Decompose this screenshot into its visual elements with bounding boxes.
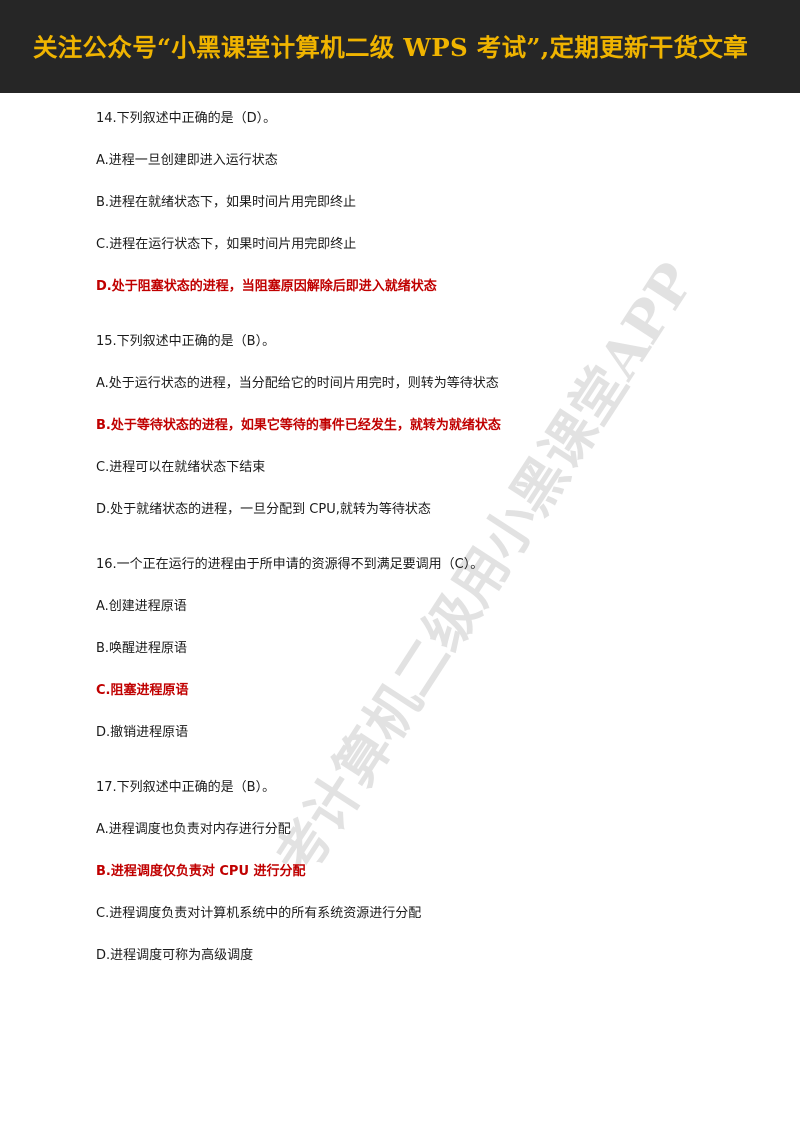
option-line: B.唤醒进程原语 (96, 641, 188, 656)
correct-option-line: D.处于阻塞状态的进程，当阻塞原因解除后即进入就绪状态 (96, 279, 437, 294)
banner-text: 关注公众号“小黑课堂计算机二级 WPS 考试”,定期更新干货文章 (33, 33, 749, 62)
question-stem: 14.下列叙述中正确的是（D）。 (96, 111, 277, 126)
correct-option-line: C.阻塞进程原语 (96, 683, 189, 698)
question-stem: 17.下列叙述中正确的是（B）。 (96, 780, 276, 795)
correct-option-line: B.处于等待状态的进程，如果它等待的事件已经发生，就转为就绪状态 (96, 418, 501, 433)
question-stem: 16.一个正在运行的进程由于所申请的资源得不到满足要调用（C）。 (96, 557, 484, 572)
option-line: A.创建进程原语 (96, 599, 187, 614)
question-stem: 15.下列叙述中正确的是（B）。 (96, 334, 276, 349)
option-line: C.进程可以在就绪状态下结束 (96, 460, 266, 475)
option-line: A.处于运行状态的进程，当分配给它的时间片用完时，则转为等待状态 (96, 376, 499, 391)
option-line: D.进程调度可称为高级调度 (96, 948, 254, 963)
correct-option-line: B.进程调度仅负责对 CPU 进行分配 (96, 864, 306, 879)
option-line: C.进程调度负责对计算机系统中的所有系统资源进行分配 (96, 906, 422, 921)
option-line: B.进程在就绪状态下，如果时间片用完即终止 (96, 195, 357, 210)
option-line: C.进程在运行状态下，如果时间片用完即终止 (96, 237, 357, 252)
option-line: A.进程一旦创建即进入运行状态 (96, 153, 278, 168)
option-line: D.撤销进程原语 (96, 725, 189, 740)
header-banner: 关注公众号“小黑课堂计算机二级 WPS 考试”,定期更新干货文章 (0, 0, 800, 93)
option-line: D.处于就绪状态的进程，一旦分配到 CPU,就转为等待状态 (96, 502, 431, 517)
option-line: A.进程调度也负责对内存进行分配 (96, 822, 291, 837)
watermark: 考计算机二级用小黑课堂APP (262, 251, 707, 888)
